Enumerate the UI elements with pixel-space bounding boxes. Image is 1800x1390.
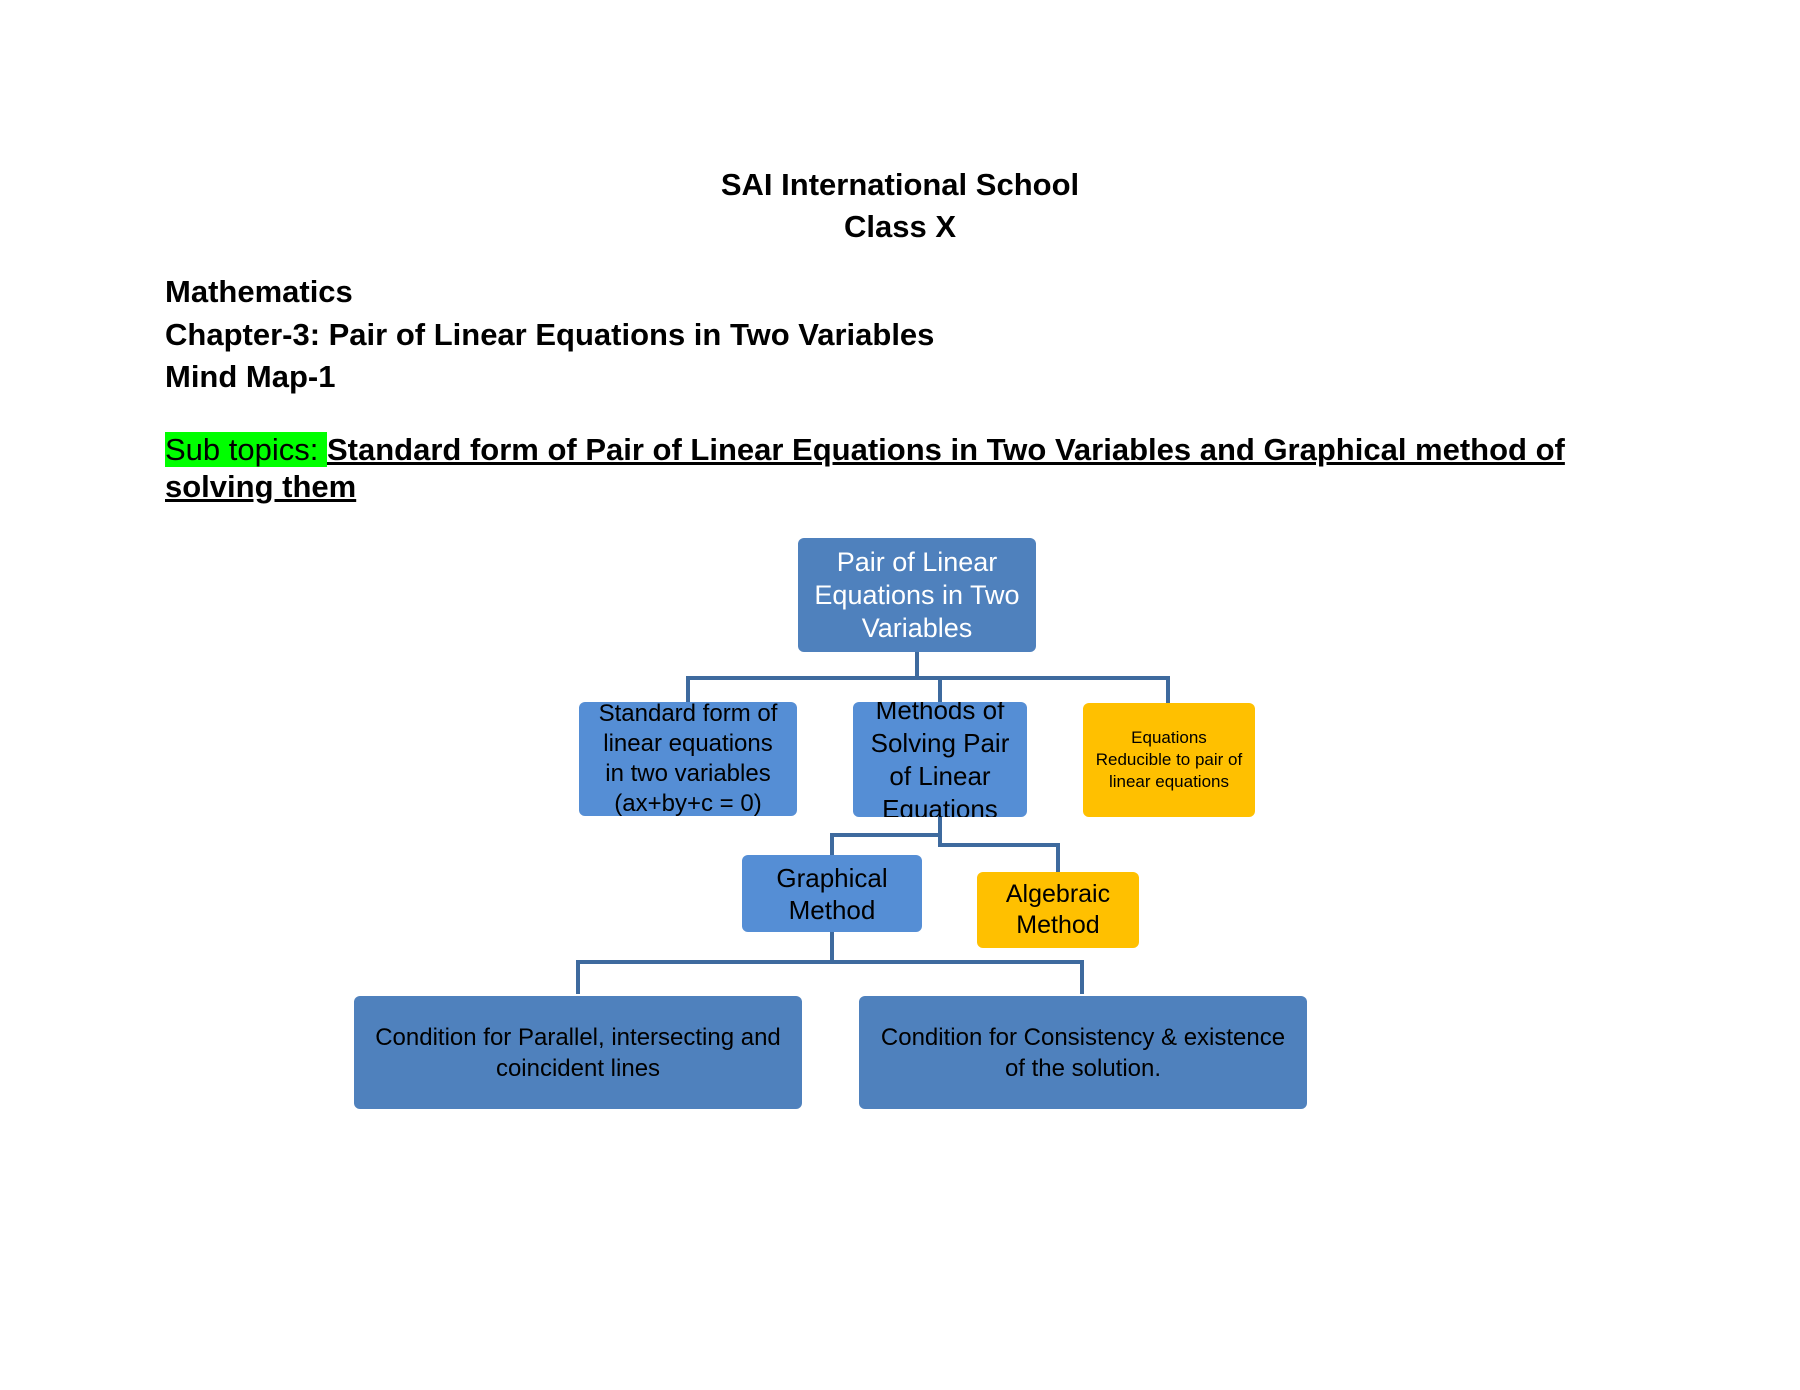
subtopics: Sub topics: Standard form of Pair of Lin… <box>165 431 1645 505</box>
node-reducible: Equations Reducible to pair of linear eq… <box>1083 703 1255 817</box>
node-consistency-condition: Condition for Consistency & existence of… <box>859 996 1307 1109</box>
node-methods: Methods of Solving Pair of Linear Equati… <box>853 702 1027 817</box>
class-name: Class X <box>843 209 956 244</box>
node-graphical-method: Graphical Method <box>742 855 922 932</box>
node-standard-form: Standard form of linear equations in two… <box>579 702 797 816</box>
subtopics-text: Standard form of Pair of Linear Equation… <box>165 432 1565 504</box>
subject-heading: Mathematics <box>165 274 353 309</box>
mind-map-heading: Mind Map-1 <box>165 359 336 394</box>
chapter-heading: Chapter-3: Pair of Linear Equations in T… <box>165 317 935 352</box>
node-algebraic-method: Algebraic Method <box>977 872 1139 948</box>
node-root: Pair of Linear Equations in Two Variable… <box>798 538 1036 652</box>
node-parallel-condition: Condition for Parallel, intersecting and… <box>354 996 802 1109</box>
school-name: SAI International School <box>720 167 1080 202</box>
subtopics-label: Sub topics: <box>165 432 327 467</box>
